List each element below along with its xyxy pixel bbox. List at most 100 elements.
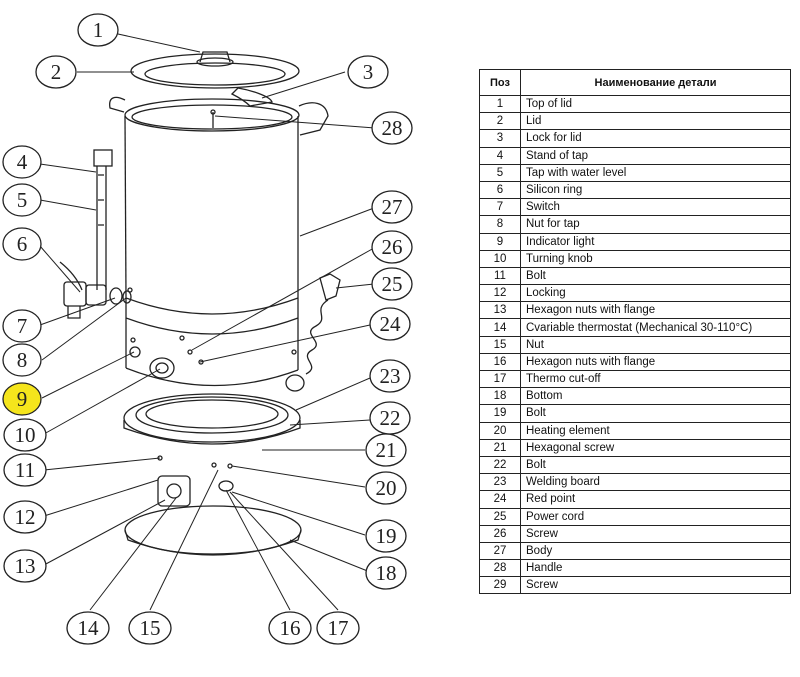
part-name-cell: Silicon ring xyxy=(520,180,791,200)
callout-16: 16 xyxy=(268,611,312,645)
svg-text:5: 5 xyxy=(17,188,28,212)
part-name-cell: Bolt xyxy=(520,455,791,475)
part-number-cell: 10 xyxy=(479,249,521,268)
callout-6: 6 xyxy=(2,227,42,261)
svg-text:14: 14 xyxy=(78,616,100,640)
part-name-cell: Stand of tap xyxy=(520,146,791,165)
part-name-cell: Screw xyxy=(520,524,791,543)
callout-14: 14 xyxy=(66,611,110,645)
urn-body xyxy=(109,96,329,392)
svg-text:23: 23 xyxy=(380,364,401,388)
svg-text:19: 19 xyxy=(376,524,397,548)
part-name-cell: Hexagon nuts with flange xyxy=(520,301,791,320)
svg-text:6: 6 xyxy=(17,232,28,256)
part-number-cell: 27 xyxy=(479,541,521,561)
callout-28: 28 xyxy=(371,111,413,145)
part-name-cell: Cvariable thermostat (Mechanical 30-110°… xyxy=(520,318,791,337)
svg-text:7: 7 xyxy=(17,314,28,338)
callout-3: 3 xyxy=(347,55,389,89)
svg-text:13: 13 xyxy=(15,554,36,578)
svg-text:10: 10 xyxy=(15,423,36,447)
column-header-position: Поз xyxy=(479,69,521,96)
part-name-cell: Switch xyxy=(520,198,791,217)
callout-12: 12 xyxy=(3,500,47,534)
callout-20: 20 xyxy=(365,471,407,505)
part-number-cell: 15 xyxy=(479,335,521,354)
part-number-cell: 8 xyxy=(479,215,521,234)
callout-18: 18 xyxy=(365,556,407,590)
callout-25: 25 xyxy=(371,267,413,301)
part-number-cell: 14 xyxy=(479,318,521,337)
heating-element xyxy=(123,393,301,445)
table-header-row: Поз Наименование детали xyxy=(479,69,791,96)
lid-assembly xyxy=(130,51,300,107)
part-name-cell: Heating element xyxy=(520,421,791,440)
callout-26: 26 xyxy=(371,230,413,264)
part-number-cell: 5 xyxy=(479,163,521,182)
callout-21: 21 xyxy=(365,433,407,467)
part-name-cell: Hexagon nuts with flange xyxy=(520,352,791,372)
part-name-cell: Bottom xyxy=(520,387,791,406)
callout-11: 11 xyxy=(3,453,47,487)
svg-text:12: 12 xyxy=(15,505,36,529)
svg-text:26: 26 xyxy=(382,235,403,259)
svg-text:21: 21 xyxy=(376,438,397,462)
svg-text:25: 25 xyxy=(382,272,403,296)
part-name-cell: Red point xyxy=(520,490,791,509)
svg-text:9: 9 xyxy=(17,387,28,411)
callout-19: 19 xyxy=(365,519,407,553)
exploded-view-diagram: 1 2 3 28 4 5 27 6 26 25 7 24 8 23 9 22 1… xyxy=(2,13,413,645)
part-name-cell: Top of lid xyxy=(520,94,791,114)
part-number-cell: 2 xyxy=(479,112,521,131)
svg-text:2: 2 xyxy=(51,60,62,84)
callout-15: 15 xyxy=(128,611,172,645)
part-number-cell: 13 xyxy=(479,301,521,320)
part-name-cell: Body xyxy=(520,541,791,561)
svg-text:1: 1 xyxy=(93,18,104,42)
part-number-cell: 28 xyxy=(479,559,521,578)
svg-text:22: 22 xyxy=(380,406,401,430)
part-number-cell: 11 xyxy=(479,266,521,286)
part-name-cell: Nut for tap xyxy=(520,215,791,234)
svg-text:16: 16 xyxy=(280,616,301,640)
callout-5: 5 xyxy=(2,183,42,217)
part-name-cell: Bolt xyxy=(520,404,791,423)
svg-text:11: 11 xyxy=(15,458,35,482)
callout-7: 7 xyxy=(2,309,42,343)
callout-17: 17 xyxy=(316,611,360,645)
part-name-cell: Nut xyxy=(520,335,791,354)
part-number-cell: 25 xyxy=(479,507,521,526)
svg-text:24: 24 xyxy=(380,312,402,336)
part-number-cell: 26 xyxy=(479,524,521,543)
part-number-cell: 1 xyxy=(479,94,521,114)
part-name-cell: Handle xyxy=(520,559,791,578)
part-number-cell: 12 xyxy=(479,284,521,303)
column-header-name: Наименование детали xyxy=(520,69,791,96)
part-name-cell: Indicator light xyxy=(520,232,791,251)
part-number-cell: 16 xyxy=(479,352,521,372)
callout-9: 9 xyxy=(2,382,42,416)
part-name-cell: Turning knob xyxy=(520,249,791,268)
callout-10: 10 xyxy=(3,418,47,452)
callout-23: 23 xyxy=(369,359,411,393)
